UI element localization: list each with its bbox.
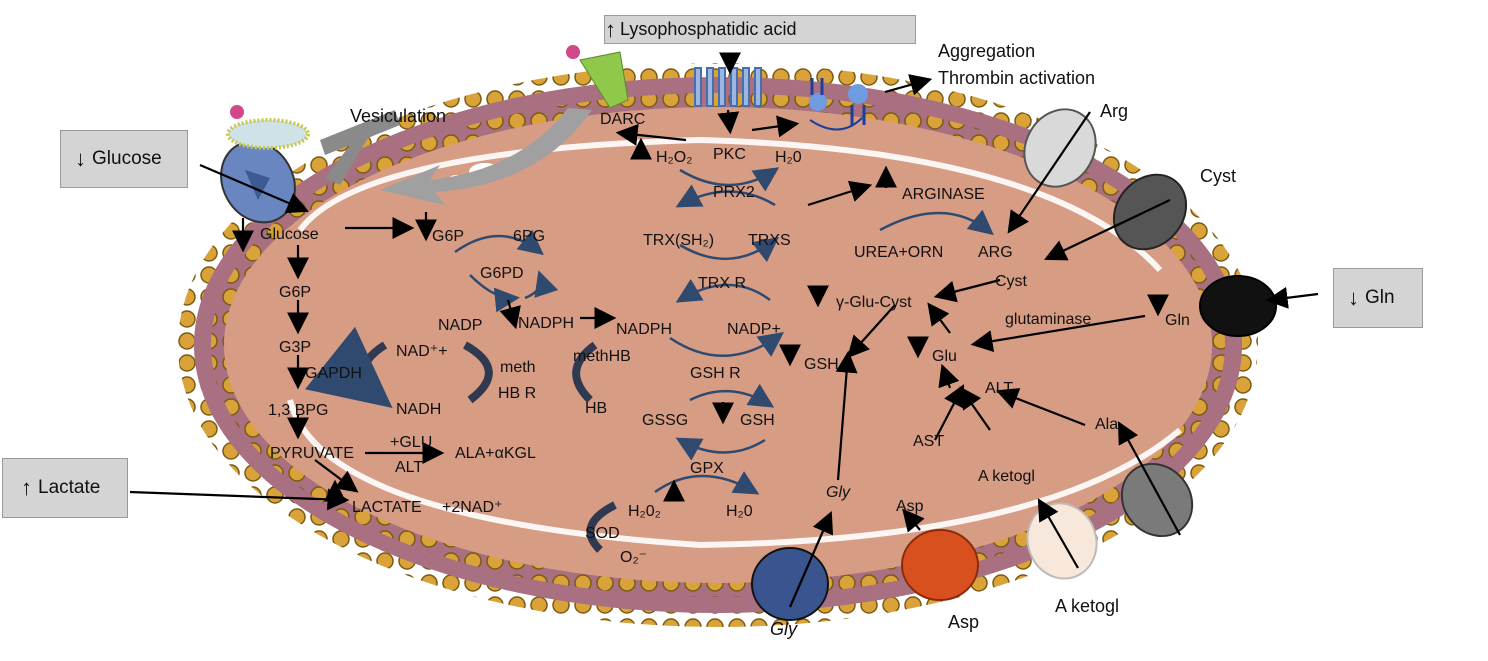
asp-transporter-icon — [901, 529, 979, 601]
nadph-label: NADPH — [518, 315, 574, 332]
ast-label: AST — [913, 433, 944, 450]
gapdh-label: GAPDH — [305, 365, 362, 382]
nadh-cycle-arrows — [305, 326, 617, 553]
gly-label: Gly — [826, 484, 851, 501]
up-arrow-icon: ↑ — [605, 16, 616, 42]
h2o2-top-label: H₂O₂ — [656, 149, 692, 166]
outside-labels: Vesiculation Aggregation Thrombin activa… — [350, 41, 1236, 639]
gsh-label: GSH — [804, 356, 839, 373]
lactate-box-label: Lactate — [38, 477, 101, 498]
darc-label: DARC — [600, 111, 645, 128]
gly-transporter-icon — [751, 547, 829, 621]
sixpg-label: 6PG — [513, 228, 545, 245]
down-arrow-icon: ↓ — [1348, 285, 1359, 310]
sod-label: SOD — [585, 525, 620, 542]
arginase-label: ARGINASE — [902, 186, 985, 203]
ligand-icon-2 — [566, 45, 580, 59]
aggregation-label: Aggregation — [938, 41, 1035, 61]
glu-label: Glu — [932, 348, 957, 365]
gln-box-label: Gln — [1365, 287, 1395, 308]
vesiculation-arrow-icon — [320, 110, 400, 185]
down-arrow-icon: ↓ — [75, 146, 86, 171]
nadh-label: NADH — [396, 401, 441, 418]
ala-akgl-label: ALA+αKGL — [455, 445, 536, 462]
o2-label: O₂⁻ — [620, 549, 647, 566]
asp-label: Asp — [896, 498, 924, 515]
outside-gly-label: Gly — [770, 619, 798, 639]
lpa-box-label: Lysophosphatidic acid — [620, 19, 797, 39]
cyst-transporter-icon — [1112, 173, 1188, 251]
glucose-box-label: Glucose — [92, 148, 162, 169]
trxr-label: TRX R — [698, 275, 746, 292]
ppp-labels: 6PG G6PD NADP NADPH NAD⁺+ NADH meth HB R… — [396, 228, 631, 418]
lactate-label: LACTATE — [352, 499, 422, 516]
gln-box: ↓ Gln — [1333, 268, 1423, 328]
g6p-left-label: G6P — [279, 284, 311, 301]
nad2-label: +2NAD⁺ — [442, 499, 502, 516]
alt-label: ALT — [395, 459, 423, 476]
nadp-label: NADP — [438, 317, 482, 334]
glu-cyst-label: γ-Glu-Cyst — [836, 294, 912, 311]
cyst-label: Cyst — [995, 273, 1028, 290]
gpx-label: GPX — [690, 460, 724, 477]
thrombin-label: Thrombin activation — [938, 68, 1095, 88]
pathway-arrows — [129, 74, 1319, 608]
ala-label: Ala — [1095, 416, 1118, 433]
methhb-label: methHB — [573, 348, 631, 365]
nadp-plus-label: NADP+ — [727, 321, 781, 338]
arg-label: ARG — [978, 244, 1013, 261]
h2o2-bot-label: H₂0₂ — [628, 503, 661, 520]
outside-arg-label: Arg — [1100, 101, 1128, 121]
glucose-label: Glucose — [260, 226, 319, 243]
up-arrow-icon: ↑ — [21, 475, 32, 500]
outside-cyst-label: Cyst — [1200, 166, 1236, 186]
meth-label: meth — [500, 359, 536, 376]
lactate-box: ↑ Lactate — [2, 458, 128, 518]
gln-label: Gln — [1165, 312, 1190, 329]
g3p-label: G3P — [279, 339, 311, 356]
integrin-icon — [809, 78, 868, 131]
hb-label: HB — [585, 400, 607, 417]
cytoplasm — [224, 107, 1212, 583]
nad-plus-label: NAD⁺+ — [396, 343, 448, 360]
glycolysis-labels: DARC Glucose G6P G6P G3P GAPDH 1,3 BPG P… — [260, 111, 645, 516]
lpa-box: ↑ Lysophosphatidic acid — [604, 15, 916, 44]
nadph-redox-label: NADPH — [616, 321, 672, 338]
g6pd-label: G6PD — [480, 265, 524, 282]
h2o-top-label: H₂0 — [775, 149, 802, 166]
gssg-label: GSSG — [642, 412, 688, 429]
gln-transporter-icon — [1199, 275, 1277, 337]
redox-labels: H₂O₂ PKC H₂0 PRX2 TRX(SH₂) TRXS TRX R NA… — [585, 146, 802, 566]
pyruvate-label: PYRUVATE — [270, 445, 354, 462]
indicator-arrows — [324, 52, 1169, 502]
trxs-label: TRXS — [748, 232, 791, 249]
ala-transporter-icon — [1120, 462, 1194, 538]
glucose-box: ↓ Glucose — [60, 130, 188, 188]
pkc-label: PKC — [713, 146, 746, 163]
gshr-label: GSH R — [690, 365, 741, 382]
prx2-label: PRX2 — [713, 184, 755, 201]
alt-amino-label: ALT — [985, 380, 1013, 397]
aketogl-label: A ketogl — [978, 468, 1035, 485]
vesicle-icon — [226, 118, 310, 150]
vesiculation-label: Vesiculation — [350, 106, 446, 126]
ligand-icon — [230, 105, 244, 119]
darc-receptor-icon — [579, 51, 629, 109]
hbr-label: HB R — [498, 385, 536, 402]
glu-label: +GLU — [390, 434, 432, 451]
g6p-label: G6P — [432, 228, 464, 245]
bpg-label: 1,3 BPG — [268, 402, 328, 419]
urea-orn-label: UREA+ORN — [854, 244, 943, 261]
glutaminase-label: glutaminase — [1005, 311, 1091, 328]
amino-labels: ARGINASE UREA+ORN ARG Cyst γ-Glu-Cyst gl… — [804, 186, 1190, 515]
h2o-bot-label: H₂0 — [726, 503, 753, 520]
internalization-arrow-icon — [380, 108, 592, 205]
outside-asp-label: Asp — [948, 612, 979, 632]
trx-sh2-label: TRX(SH₂) — [643, 232, 714, 249]
gsh-redox-label: GSH — [740, 412, 775, 429]
outside-aketogl-label: A ketogl — [1055, 596, 1119, 616]
